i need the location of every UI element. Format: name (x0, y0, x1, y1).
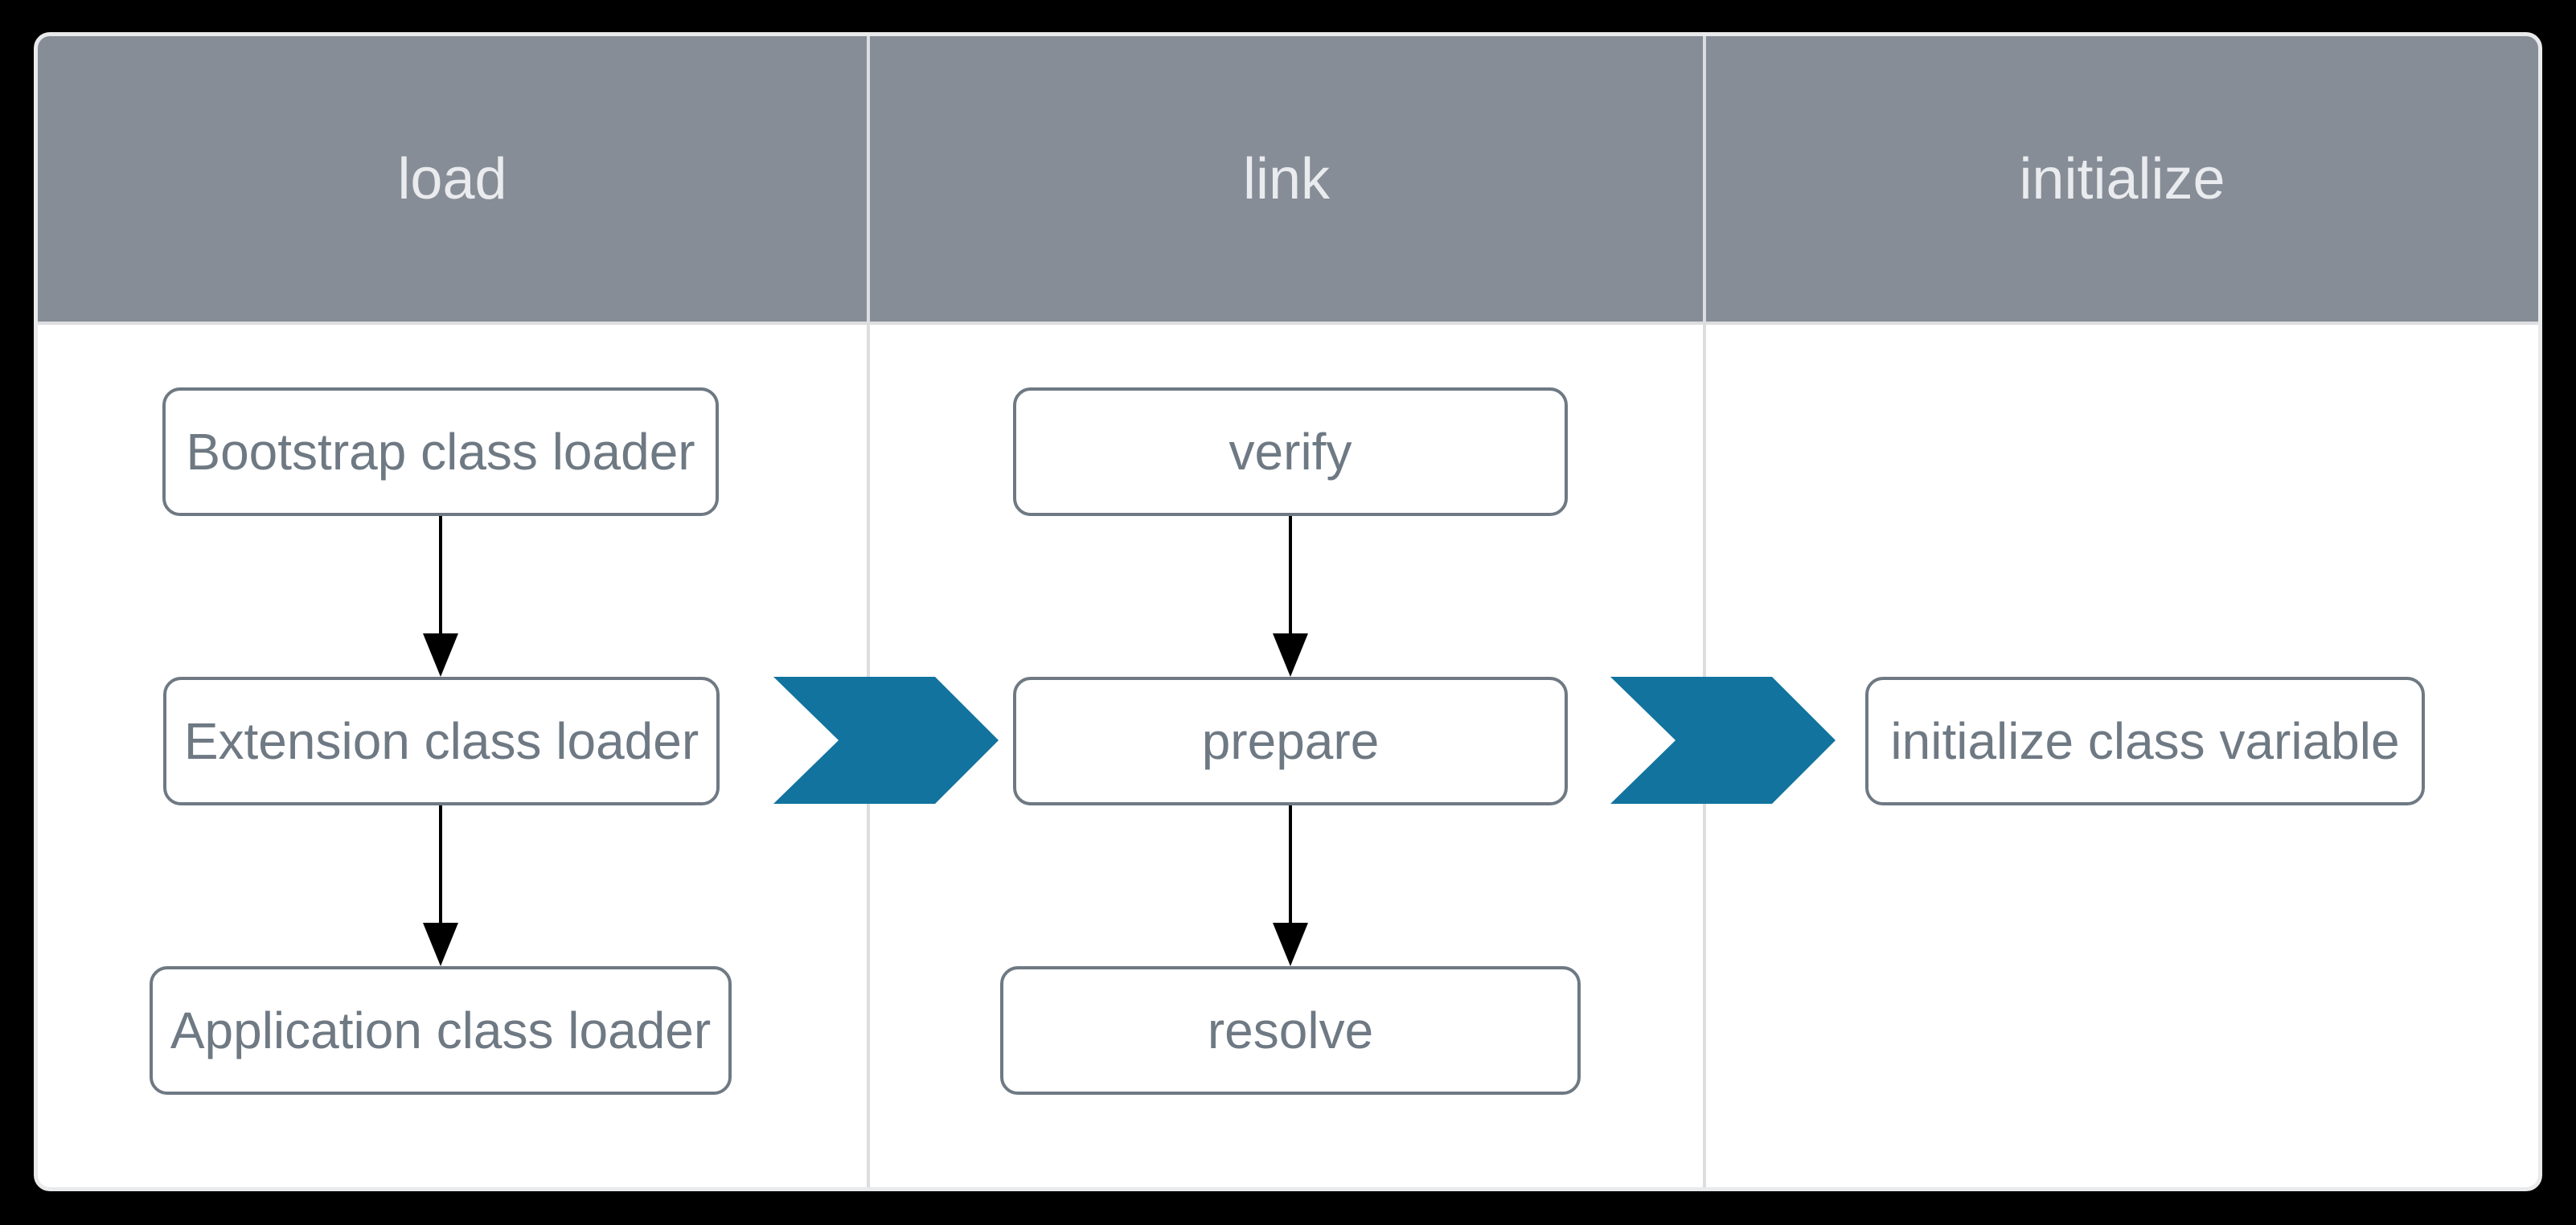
node-prepare-label: prepare (1201, 712, 1380, 770)
flow-overlay: Bootstrap class loader Extension class l… (34, 32, 2542, 1191)
node-application-class-loader-label: Application class loader (170, 1002, 712, 1059)
node-extension-class-loader: Extension class loader (163, 677, 720, 805)
arrow-line-extension-to-application (439, 805, 442, 924)
node-resolve: resolve (1000, 966, 1581, 1095)
arrow-line-bootstrap-to-extension (439, 516, 442, 635)
node-bootstrap-class-loader: Bootstrap class loader (162, 387, 719, 516)
phase-header-initialize-label: initialize (2019, 146, 2225, 211)
node-application-class-loader: Application class loader (150, 966, 732, 1095)
arrow-line-verify-to-prepare (1289, 516, 1292, 635)
chevron-right-icon-link-to-initialize (1610, 677, 1836, 804)
arrow-line-prepare-to-resolve (1289, 805, 1292, 924)
node-verify: verify (1013, 387, 1568, 516)
node-initialize-class-variable: initialize class variable (1865, 677, 2425, 805)
arrowhead-icon (1273, 633, 1308, 677)
arrowhead-icon (423, 633, 458, 677)
arrowhead-icon (423, 923, 458, 966)
phase-header-initialize: initialize (1706, 36, 2538, 322)
node-initialize-class-variable-label: initialize class variable (1890, 712, 2400, 770)
node-bootstrap-class-loader-label: Bootstrap class loader (186, 423, 695, 481)
chevron-right-icon-load-to-link (773, 677, 999, 804)
phase-header-load-label: load (397, 146, 507, 211)
node-prepare: prepare (1013, 677, 1568, 805)
phase-header-load: load (38, 36, 867, 322)
phase-header-link-label: link (1242, 146, 1331, 211)
node-resolve-label: resolve (1207, 1002, 1374, 1059)
node-extension-class-loader-label: Extension class loader (183, 712, 699, 770)
node-verify-label: verify (1229, 423, 1352, 481)
arrowhead-icon (1273, 923, 1308, 966)
phase-header-link: link (870, 36, 1703, 322)
